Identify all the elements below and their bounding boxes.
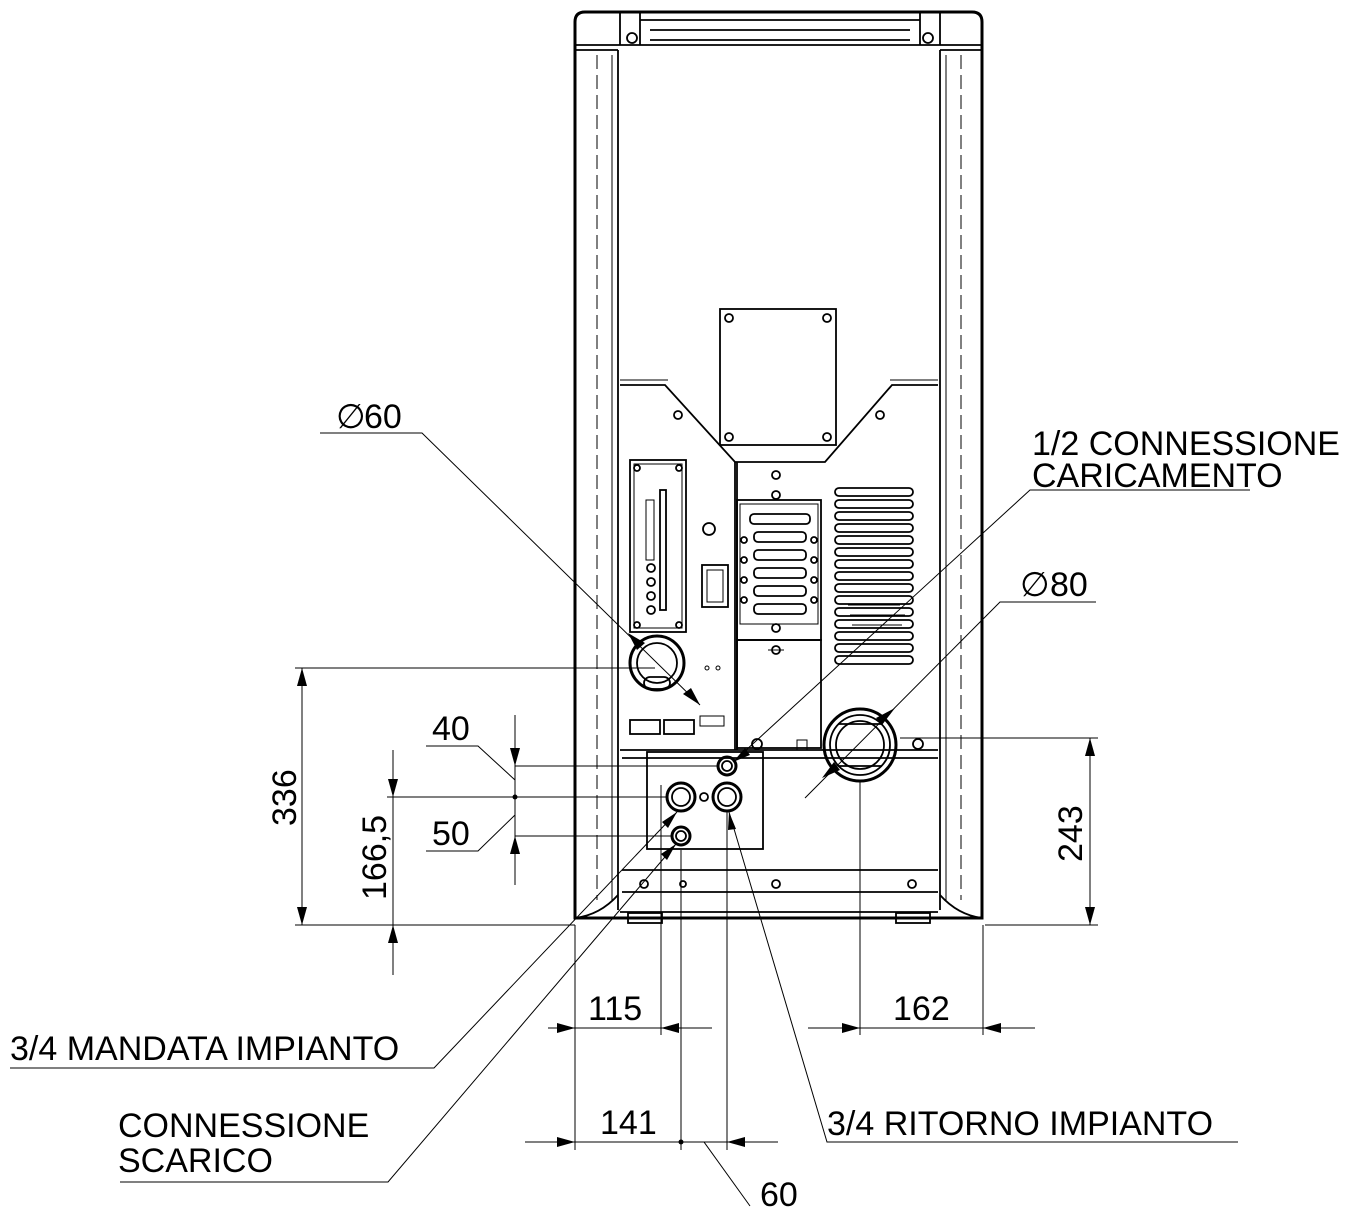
stove-body — [573, 10, 984, 924]
dim-50: 50 — [432, 815, 470, 853]
diameter-symbol: ∅ — [336, 398, 366, 436]
leader-lines — [10, 432, 1250, 1183]
label-connessione-scarico-1: CONNESSIONE — [118, 1107, 369, 1145]
label-connessione-scarico-2: SCARICO — [118, 1142, 273, 1180]
label-diameter-80: 80 — [1050, 566, 1088, 604]
dim-162: 162 — [893, 990, 950, 1028]
labels: ∅ 60 ∅ 80 1/2 CONNESSIONE CARICAMENTO 3/… — [10, 398, 1340, 1212]
dim-40: 40 — [432, 710, 470, 748]
dim-243: 243 — [1052, 805, 1090, 862]
dimension-lines — [295, 667, 1098, 1207]
dim-115: 115 — [588, 990, 642, 1028]
pipe-60 — [628, 634, 686, 692]
dim-166-5: 166,5 — [356, 815, 394, 900]
diameter-symbol: ∅ — [1020, 566, 1050, 604]
label-diameter-60: 60 — [364, 398, 402, 436]
label-ritorno-impianto: 3/4 RITORNO IMPIANTO — [827, 1105, 1213, 1143]
vent-grille — [834, 487, 914, 665]
label-mandata-impianto: 3/4 MANDATA IMPIANTO — [10, 1030, 399, 1068]
dim-60: 60 — [760, 1176, 798, 1212]
dim-141: 141 — [600, 1104, 657, 1142]
label-connessione-caricamento-1: 1/2 CONNESSIONE — [1032, 425, 1340, 463]
water-fittings — [665, 755, 743, 847]
label-connessione-caricamento-2: CARICAMENTO — [1032, 457, 1283, 495]
back-panel — [620, 308, 938, 893]
dim-336: 336 — [266, 769, 304, 826]
